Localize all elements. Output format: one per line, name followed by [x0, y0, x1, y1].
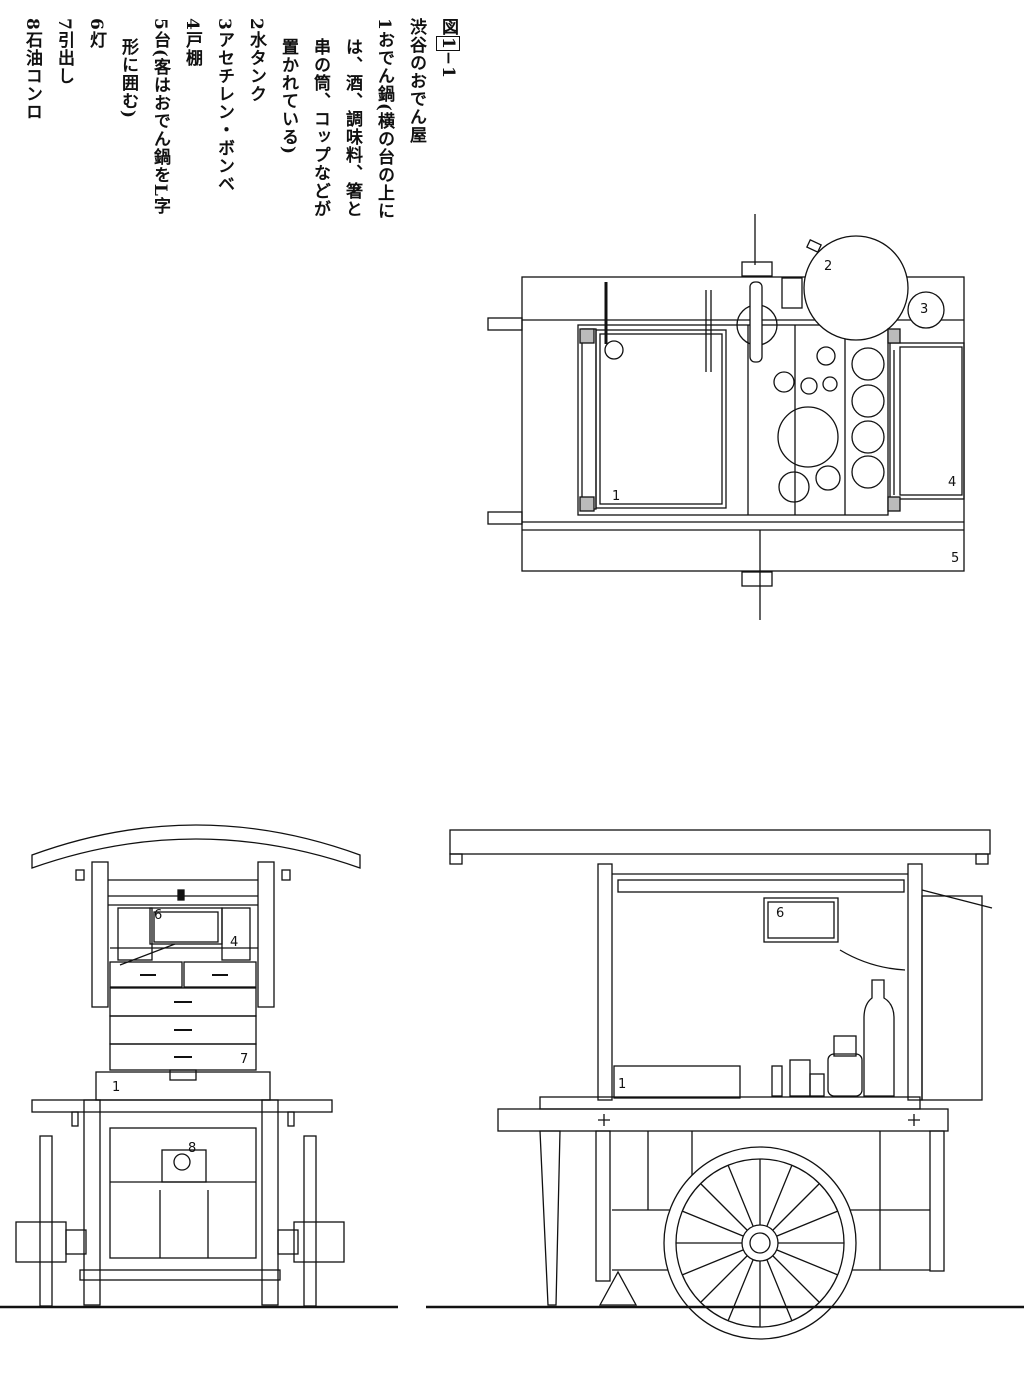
side-view: 6 1	[426, 829, 1024, 1340]
legend-item-6: 6灯	[86, 18, 106, 49]
legend-item-3: 3アセチレン・ボンベ	[214, 18, 234, 193]
legend-item-2: 2水タンク	[246, 18, 266, 103]
front-callout-1: 1	[112, 1080, 120, 1095]
figure-title: 渋谷のおでん屋	[406, 18, 426, 144]
plan-callout-2: 2	[824, 259, 832, 274]
plan-callout-3: 3	[920, 302, 928, 317]
figure-label: 図	[438, 18, 458, 36]
figure-heading: 図1−1	[432, 18, 464, 278]
legend-item-4: 4戸棚	[182, 18, 202, 67]
side-callout-1: 1	[618, 1077, 626, 1092]
front-callout-4: 4	[230, 935, 238, 950]
legend-item-5-line-2: 形に囲む)	[118, 38, 138, 120]
legend-item-5: 5台(客はおでん鍋をL字	[150, 18, 170, 215]
plan-view: 1 2 3 4 5	[487, 214, 965, 620]
side-callout-6: 6	[776, 906, 784, 921]
plan-callout-5: 5	[951, 551, 959, 566]
wheel-spokes	[676, 1159, 844, 1327]
legend-item-8: 8石油コンロ	[22, 18, 42, 121]
figure-number: 1	[436, 36, 460, 51]
front-view: 6 4 7 1 8	[0, 824, 398, 1309]
legend-item-7: 7引出し	[54, 18, 74, 85]
plan-callout-1: 1	[612, 489, 620, 504]
front-callout-8: 8	[188, 1141, 196, 1156]
legend-item-1-line-3: 串の筒、コップなどが	[310, 38, 330, 218]
legend-item-1-line-2: は、酒、調味料、箸と	[342, 38, 362, 218]
figure-caption: 図1−1 渋谷のおでん屋 1おでん鍋(横の台の上に は、酒、調味料、箸と 串の筒…	[16, 18, 464, 278]
plan-callout-4: 4	[948, 475, 956, 490]
legend-item-1-line-4: 置かれている)	[278, 38, 298, 156]
figure-suffix: −1	[438, 50, 458, 79]
front-callout-7: 7	[240, 1052, 248, 1067]
legend-item-1: 1おでん鍋(横の台の上に	[374, 18, 394, 220]
front-callout-6: 6	[154, 908, 162, 923]
